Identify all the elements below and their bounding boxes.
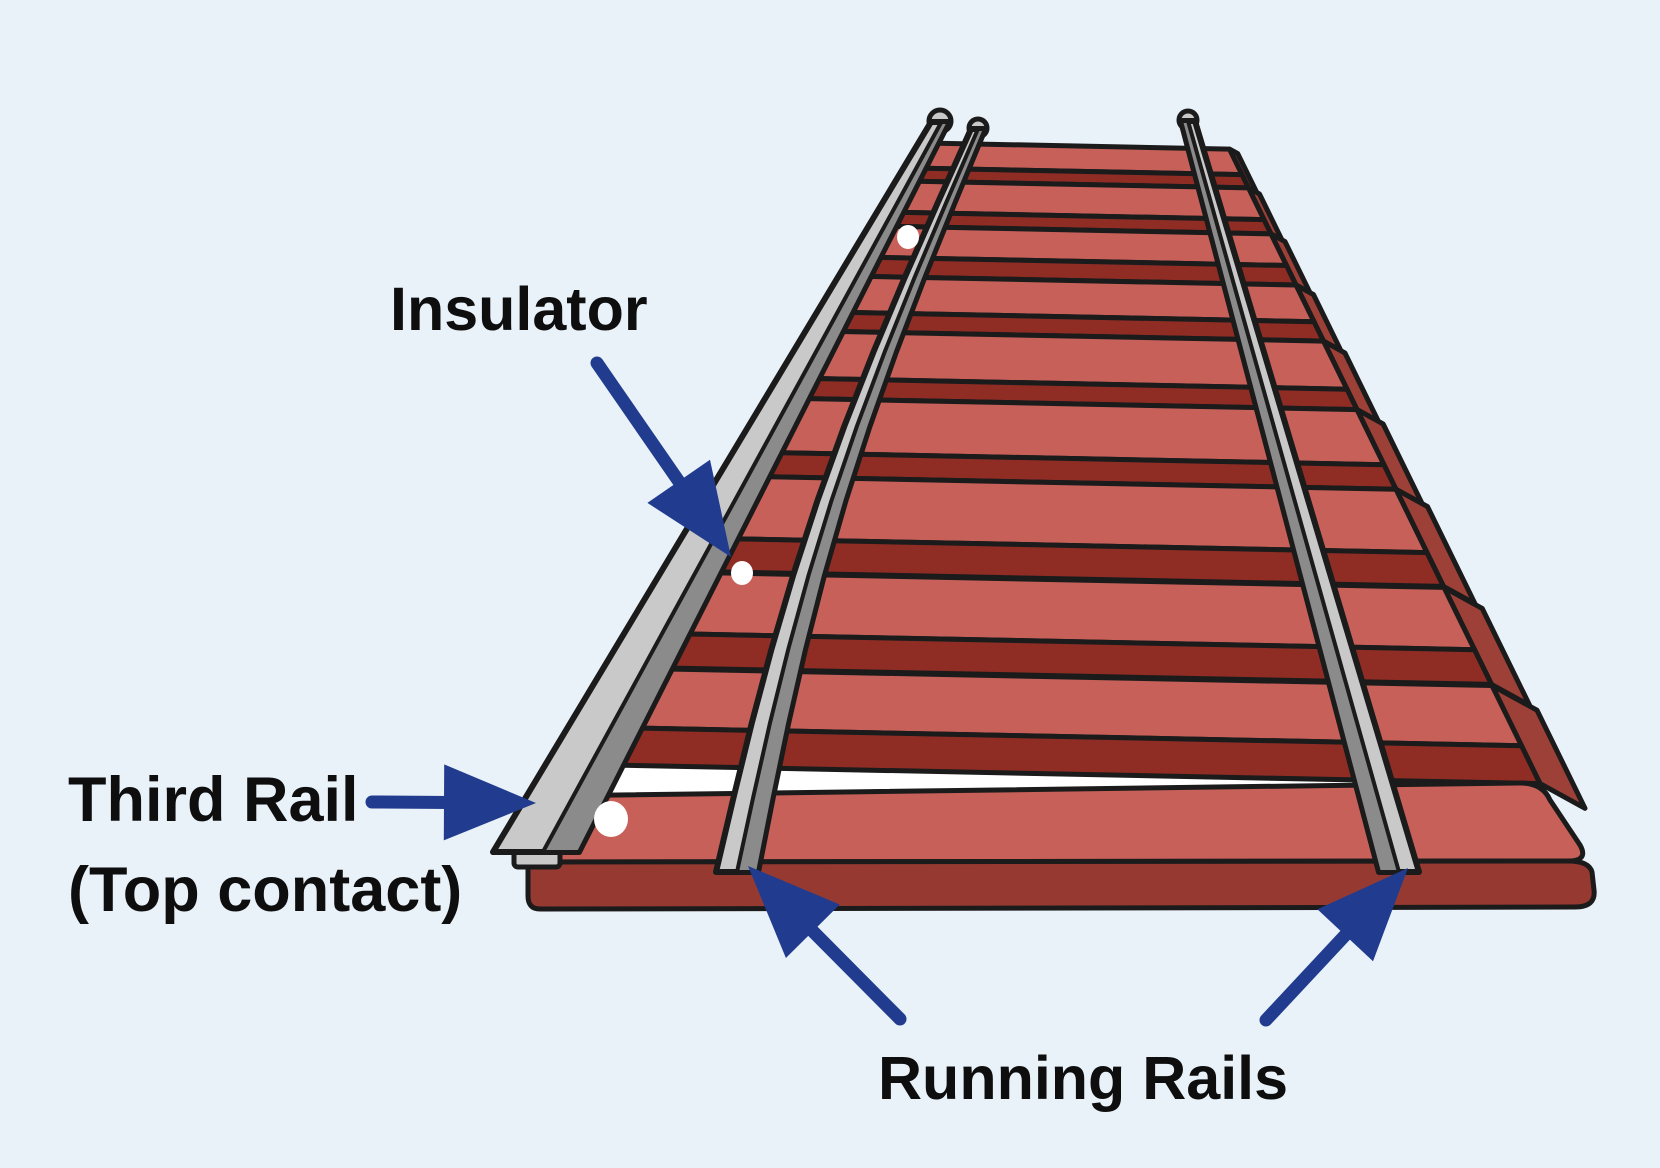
insulator-label: Insulator [390,275,648,343]
insulator-arrow-shaft [590,356,689,493]
right-running-rail-shade [1179,119,1401,874]
running-rails-label: Running Rails [878,1044,1288,1112]
third-rail-shade [540,120,951,854]
running-rail-left-arrow-head [748,866,840,958]
running-rail-right-arrow-head [1317,868,1408,962]
foundation-top-face [525,780,1586,865]
insulator-pot [731,561,753,585]
third-rail-label-line1: Third Rail [68,765,359,835]
insulator-pot [897,225,919,249]
foundation-front-face [525,858,1597,912]
labels-layer: Insulator Third Rail (Top contact) Runni… [68,275,1288,1112]
running-rail-right-arrow-shaft [1259,924,1356,1027]
third-rail-arrow-head [443,764,536,841]
third-rail-label-line2: (Top contact) [68,855,462,925]
insulator-pot [594,801,628,837]
insulator-arrow-head [647,459,731,557]
running-rail-left-arrow-shaft [802,920,907,1026]
